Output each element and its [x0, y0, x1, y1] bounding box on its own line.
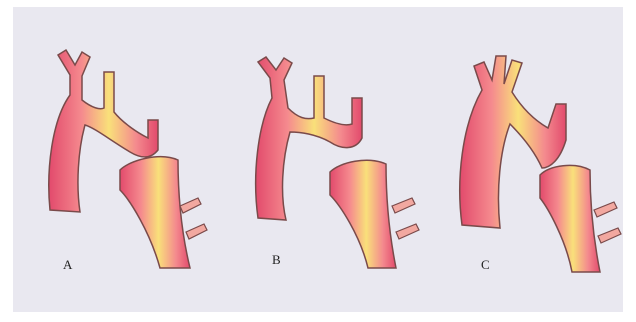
variant-a-diagram [49, 50, 207, 268]
variant-b-intercostal-branch-1 [392, 198, 415, 213]
variant-a-intercostal-branch-1 [180, 198, 201, 213]
variant-c-intercostal-branch-2 [598, 228, 621, 243]
variant-b-intercostal-branch-2 [396, 224, 419, 239]
variant-b-diagram [256, 57, 419, 268]
variant-b-label: B [272, 252, 281, 268]
variant-c-descending-aorta [540, 165, 600, 272]
variant-a-label: A [63, 257, 72, 273]
variant-c-label: C [481, 257, 490, 273]
variant-c-diagram [460, 56, 621, 272]
variant-b-descending-aorta [330, 160, 396, 268]
variant-a-descending-aorta [120, 157, 190, 268]
variant-a-intercostal-branch-2 [186, 224, 207, 239]
variant-c-intercostal-branch-1 [594, 202, 617, 217]
